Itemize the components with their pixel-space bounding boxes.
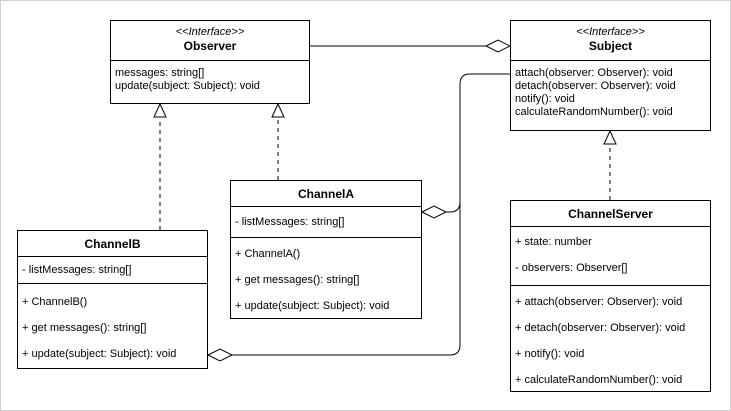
class-channelb-attributes: - listMessages: string[] — [18, 257, 207, 283]
member-operation: + get messages(): string[] — [235, 274, 360, 286]
member-operation: update(subject: Subject): void — [115, 80, 260, 92]
member-attribute: - listMessages: string[] — [235, 216, 345, 228]
class-channela-header: ChannelA — [231, 181, 421, 207]
class-channela-operations: + ChannelA() + get messages(): string[] … — [231, 237, 421, 319]
class-observer-header: <<Interface>> Observer — [111, 21, 309, 61]
class-name: Subject — [588, 39, 633, 53]
member-operation: + calculateRandomNumber(): void — [515, 374, 683, 386]
realization-arrowhead-channelserver — [603, 129, 617, 145]
class-channela[interactable]: ChannelA - listMessages: string[] + Chan… — [230, 180, 422, 319]
stereotype-label: <<Interface>> — [576, 26, 645, 38]
member-operation: + attach(observer: Observer): void — [515, 296, 683, 308]
class-channelserver-operations: + attach(observer: Observer): void + det… — [511, 285, 710, 393]
class-channelb[interactable]: ChannelB - listMessages: string[] + Chan… — [17, 230, 208, 369]
aggregation-diamond-subject — [484, 39, 512, 53]
class-channelserver-attributes: + state: number - observers: Observer[] — [511, 227, 710, 285]
class-subject-header: <<Interface>> Subject — [511, 21, 710, 61]
aggregation-subject-channelb — [232, 202, 461, 356]
class-channela-attributes: - listMessages: string[] — [231, 207, 421, 237]
class-name: ChannelA — [297, 187, 354, 201]
member-operation: detach(observer: Observer): void — [515, 80, 676, 92]
member-operation: + update(subject: Subject): void — [22, 348, 177, 360]
class-channelserver[interactable]: ChannelServer + state: number - observer… — [510, 200, 711, 392]
member-operation: + detach(observer: Observer): void — [515, 322, 686, 334]
member-operation: + ChannelB() — [22, 296, 88, 308]
member-operation: + notify(): void — [515, 348, 585, 360]
class-name: ChannelServer — [568, 207, 653, 221]
aggregation-subject-channela — [446, 73, 510, 213]
member-attribute: + state: number — [515, 236, 592, 248]
aggregation-diamond-channelb — [206, 348, 234, 362]
realization-arrowhead-channelb — [153, 102, 167, 118]
stereotype-label: <<Interface>> — [175, 26, 245, 38]
member-operation: + update(subject: Subject): void — [235, 300, 390, 312]
member-operation: + get messages(): string[] — [22, 322, 147, 334]
member-operation: + ChannelA() — [235, 248, 301, 260]
member-attribute: - observers: Observer[] — [515, 262, 628, 274]
class-observer[interactable]: <<Interface>> Observer messages: string[… — [110, 20, 310, 104]
member-attribute: - listMessages: string[] — [22, 264, 132, 276]
member-operation: notify(): void — [515, 93, 575, 105]
realization-arrowhead-channela — [271, 102, 285, 118]
member-attribute: messages: string[] — [115, 67, 205, 79]
class-subject[interactable]: <<Interface>> Subject attach(observer: O… — [510, 20, 711, 131]
member-operation: calculateRandomNumber(): void — [515, 106, 673, 118]
class-channelb-operations: + ChannelB() + get messages(): string[] … — [18, 283, 207, 367]
aggregation-diamond-channela — [420, 205, 448, 219]
class-channelb-header: ChannelB — [18, 231, 207, 257]
class-name: Observer — [183, 39, 237, 53]
class-channelserver-header: ChannelServer — [511, 201, 710, 227]
class-name: ChannelB — [84, 237, 141, 251]
member-operation: attach(observer: Observer): void — [515, 67, 673, 79]
class-subject-operations: attach(observer: Observer): void detach(… — [511, 61, 710, 119]
class-observer-members: messages: string[] update(subject: Subje… — [111, 61, 309, 93]
